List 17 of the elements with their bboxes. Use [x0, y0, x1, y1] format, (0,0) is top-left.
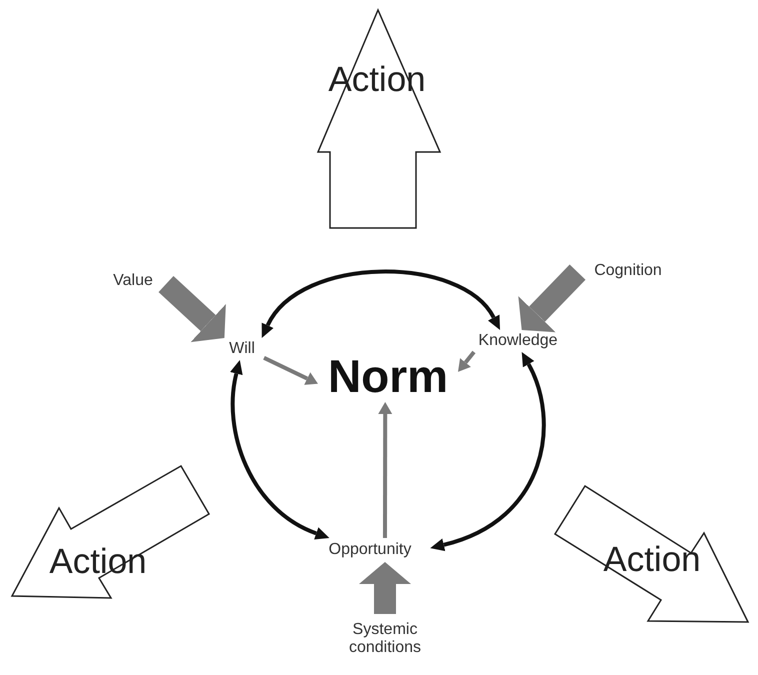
factor-label: Value — [100, 270, 166, 292]
arrow — [378, 402, 392, 538]
node-label: Knowledge — [456, 330, 580, 352]
curved-arrow — [230, 360, 329, 540]
block-arrow — [518, 264, 586, 332]
central-label: Norm — [318, 350, 458, 402]
arrow — [458, 350, 476, 372]
curved-arrow — [260, 270, 502, 337]
factor-label: Cognition — [572, 260, 684, 282]
curved-arrow — [430, 352, 546, 552]
block-arrow — [359, 562, 411, 614]
action-label: Action — [603, 540, 701, 580]
node-label: Will — [220, 338, 264, 360]
arrow — [263, 356, 318, 385]
node-label: Opportunity — [300, 538, 440, 562]
factor-label: Systemic conditions — [320, 614, 450, 664]
block-arrow — [158, 276, 226, 342]
